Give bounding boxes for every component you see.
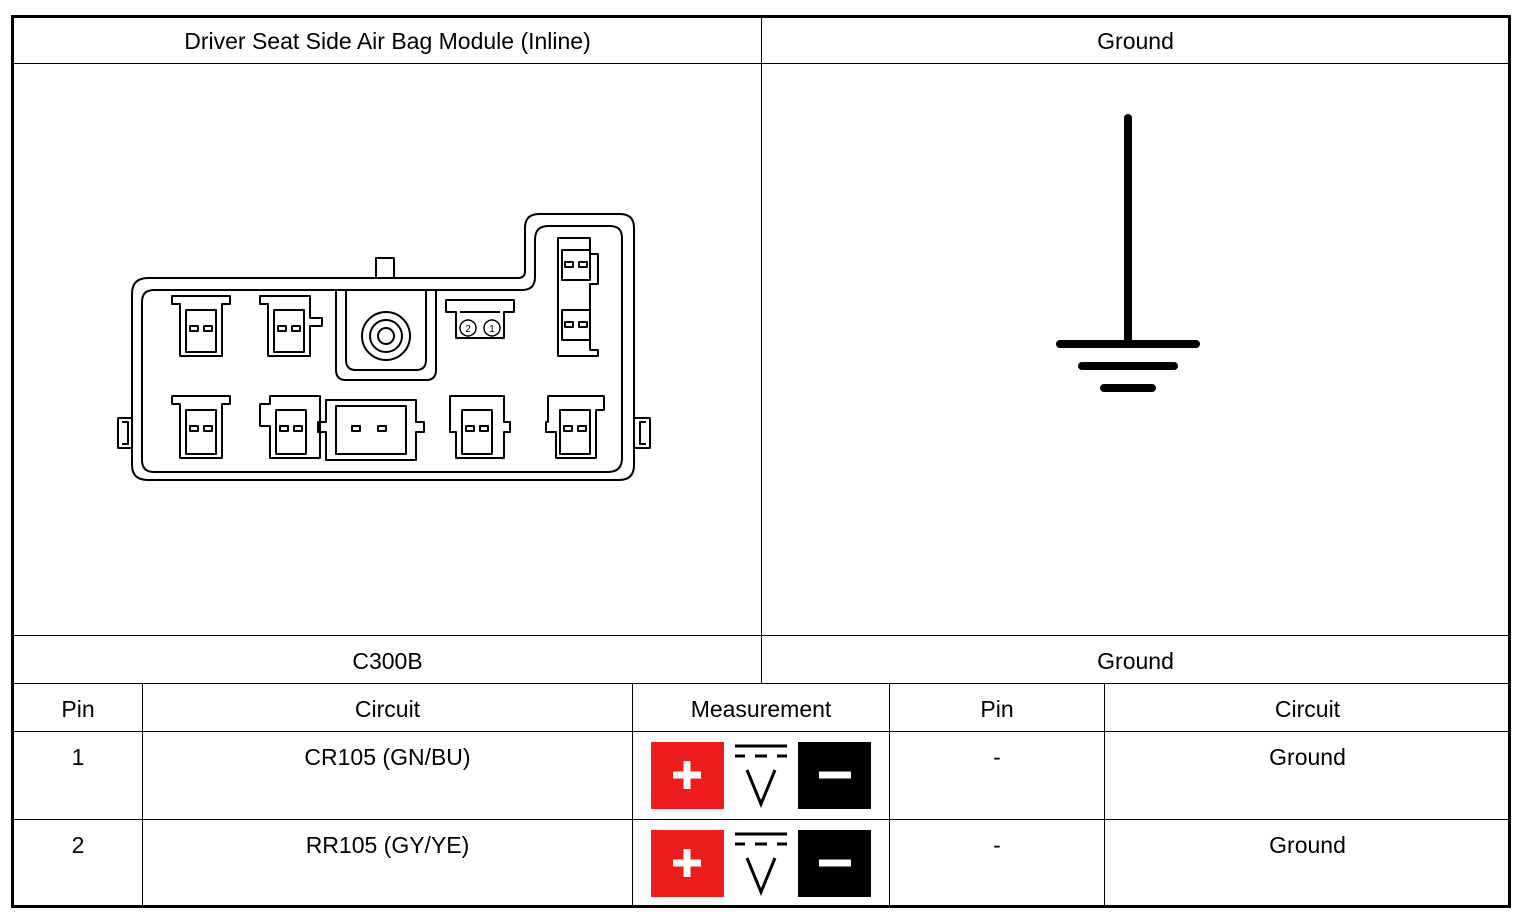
row2-circuit-ground: Ground — [1269, 832, 1346, 858]
row1-pin-ground: - — [993, 744, 1001, 770]
left-connector-caption: C300B — [352, 648, 423, 674]
col-divider-2 — [632, 684, 633, 906]
right-connector-caption: Ground — [1097, 648, 1174, 674]
header-circuit: Circuit — [354, 696, 421, 722]
col-divider-4 — [1104, 684, 1105, 906]
header-pin-ground: Pin — [980, 696, 1014, 722]
header-circuit-ground: Circuit — [1274, 696, 1341, 722]
row2-divider — [12, 819, 1510, 820]
row1-circuit: CR105 (GN/BU) — [304, 744, 471, 770]
header-pin: Pin — [61, 696, 95, 722]
connector-face-drawing: 2 1 — [117, 213, 651, 481]
cavity-label-2: 2 — [465, 324, 471, 335]
right-title: Ground — [1097, 28, 1174, 54]
dc-voltage-icon — [673, 832, 851, 896]
row1-pin: 1 — [71, 744, 85, 770]
left-title: Driver Seat Side Air Bag Module (Inline) — [184, 28, 591, 54]
row2-measurement-icon — [651, 830, 871, 897]
dc-voltage-icon — [673, 744, 851, 808]
center-divider — [761, 16, 762, 684]
row1-measurement-icon — [651, 742, 871, 809]
col-divider-1 — [142, 684, 143, 906]
col-divider-3 — [889, 684, 890, 906]
row2-pin-ground: - — [993, 832, 1001, 858]
ground-symbol-icon — [1056, 114, 1200, 392]
row2-circuit: RR105 (GY/YE) — [305, 832, 470, 858]
cavity-label-1: 1 — [489, 324, 495, 335]
row1-divider — [12, 731, 1510, 732]
header-measurement: Measurement — [690, 696, 832, 722]
row1-circuit-ground: Ground — [1269, 744, 1346, 770]
row2-pin: 2 — [71, 832, 85, 858]
